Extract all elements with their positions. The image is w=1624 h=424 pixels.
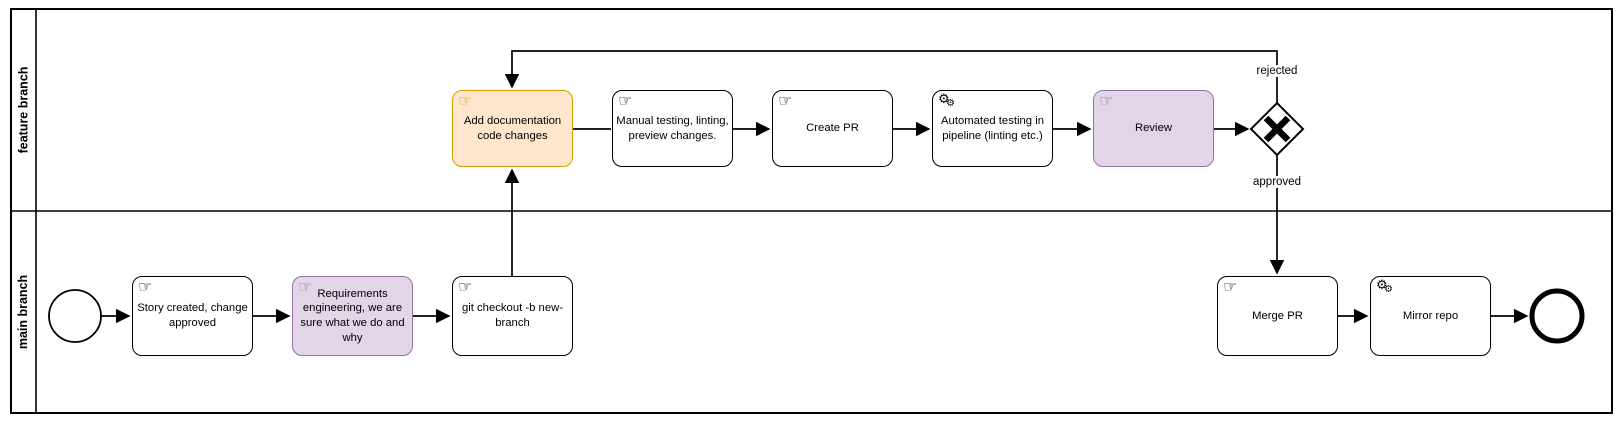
- edge-label-approved: approved: [1250, 176, 1304, 188]
- task-label: Story created, change approved: [137, 302, 248, 329]
- lane-label-text: feature branch: [16, 66, 31, 154]
- task-mirror-repo[interactable]: ⚙⚙ Mirror repo: [1370, 276, 1491, 356]
- hand-icon: ☞: [1099, 91, 1114, 110]
- task-manual-testing[interactable]: ☞ Manual testing, linting, preview chang…: [612, 90, 733, 167]
- task-story-created[interactable]: ☞ Story created, change approved: [132, 276, 253, 356]
- task-merge-pr[interactable]: ☞ Merge PR: [1217, 276, 1338, 356]
- task-automated-testing[interactable]: ⚙⚙ Automated testing in pipeline (lintin…: [932, 90, 1053, 167]
- task-label: Merge PR: [1252, 309, 1303, 322]
- end-event[interactable]: [1529, 288, 1585, 344]
- task-label: Review: [1134, 122, 1173, 135]
- task-label: Requirements engineering, we are sure wh…: [300, 287, 405, 344]
- exclusive-gateway[interactable]: [1249, 101, 1305, 157]
- lane-label-text: main branch: [16, 274, 31, 350]
- hand-icon: ☞: [458, 91, 473, 110]
- lane-label-feature-branch: feature branch: [11, 9, 36, 211]
- flow-rejected-loop: [504, 50, 1278, 103]
- task-label: Mirror repo: [1402, 309, 1459, 322]
- gears-icon: ⚙⚙: [938, 92, 955, 109]
- task-add-documentation[interactable]: ☞ Add documentation code changes: [452, 90, 573, 167]
- sequence-flows: [101, 50, 1529, 324]
- task-label: Add documentation code changes: [463, 114, 562, 142]
- task-label: Create PR: [806, 122, 859, 135]
- task-label: Manual testing, linting, preview changes…: [616, 114, 729, 142]
- task-label: git checkout -b new-branch: [461, 302, 564, 329]
- hand-icon: ☞: [618, 91, 633, 110]
- hand-icon: ☞: [458, 277, 473, 296]
- task-requirements[interactable]: ☞ Requirements engineering, we are sure …: [292, 276, 413, 356]
- lane-label-main-branch: main branch: [11, 211, 36, 413]
- gears-icon: ⚙⚙: [1376, 278, 1393, 295]
- gateway-x-icon: [1263, 115, 1291, 143]
- task-git-checkout[interactable]: ☞ git checkout -b new-branch: [452, 276, 573, 356]
- start-event[interactable]: [48, 289, 102, 343]
- task-label: Automated testing in pipeline (linting e…: [941, 114, 1044, 142]
- edge-label-rejected: rejected: [1253, 65, 1301, 77]
- task-review[interactable]: ☞ Review: [1093, 90, 1214, 167]
- hand-icon: ☞: [778, 91, 793, 110]
- hand-icon: ☞: [138, 277, 153, 296]
- task-create-pr[interactable]: ☞ Create PR: [772, 90, 893, 167]
- hand-icon: ☞: [1223, 277, 1238, 296]
